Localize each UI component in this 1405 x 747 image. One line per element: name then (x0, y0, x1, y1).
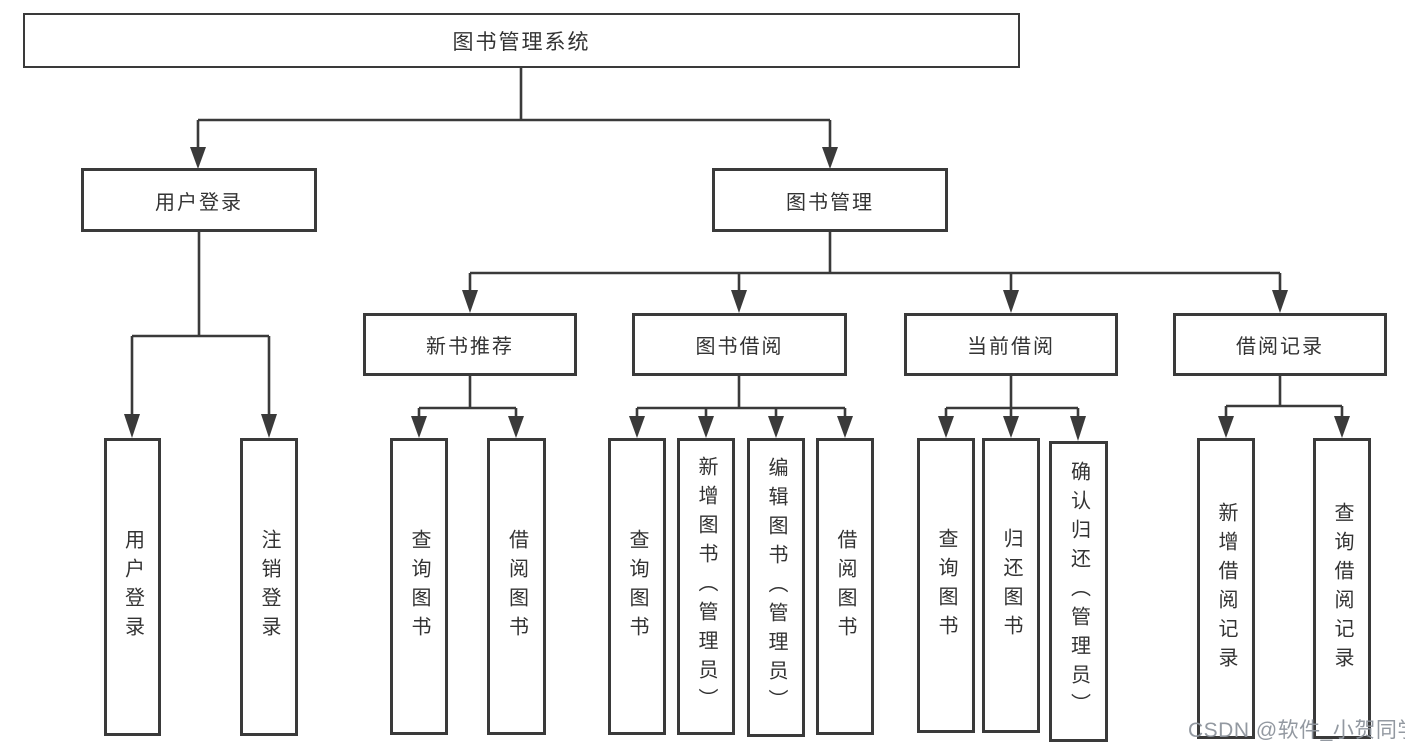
node-root: 图书管理系统 (23, 13, 1020, 68)
node-leaf-cb-return-books: 归还图书 (982, 438, 1040, 733)
node-leaf-bb-query-books: 查询图书 (608, 438, 666, 735)
node-leaf-bb-borrow-books-label: 借阅图书 (834, 528, 856, 645)
node-current-borrow-group: 当前借阅 (904, 313, 1118, 376)
node-leaf-nb-query-books-label: 查询图书 (408, 528, 430, 645)
connector-user-login-to-leaves (124, 232, 277, 438)
node-book-borrow-group: 图书借阅 (632, 313, 847, 376)
node-leaf-logout-label: 注销登录 (258, 529, 280, 645)
node-leaf-bb-add-books-admin: 新增图书（管理员） (677, 438, 735, 735)
node-leaf-nb-query-books: 查询图书 (390, 438, 448, 735)
node-borrow-record-group: 借阅记录 (1173, 313, 1387, 376)
node-leaf-cb-query-books-label: 查询图书 (935, 527, 957, 644)
node-leaf-bb-add-books-admin-label: 新增图书（管理员） (695, 456, 717, 717)
node-leaf-logout: 注销登录 (240, 438, 298, 736)
node-root-label: 图书管理系统 (452, 30, 591, 54)
node-book-borrow-label: 图书借阅 (695, 336, 784, 358)
node-leaf-bb-borrow-books: 借阅图书 (816, 438, 874, 735)
csdn-watermark: CSDN @软件_小贺同学 (1188, 719, 1405, 742)
connector-book-mgmt-to-level3 (462, 232, 1288, 313)
node-user-login-group: 用户登录 (81, 168, 317, 232)
node-leaf-nb-borrow-books: 借阅图书 (487, 438, 546, 735)
node-leaf-bb-query-books-label: 查询图书 (626, 528, 648, 645)
node-leaf-nb-borrow-books-label: 借阅图书 (505, 528, 528, 645)
node-leaf-cb-return-books-label: 归还图书 (1000, 527, 1022, 644)
node-book-mgmt-group: 图书管理 (712, 168, 948, 232)
node-leaf-user-login-label: 用户登录 (121, 529, 144, 645)
node-leaf-br-query-record-label: 查询借阅记录 (1331, 501, 1353, 676)
node-user-login-group-label: 用户登录 (155, 191, 243, 214)
node-leaf-bb-edit-books-admin: 编辑图书（管理员） (747, 438, 805, 737)
node-leaf-cb-confirm-return-admin-label: 确认归还（管理员） (1067, 461, 1090, 722)
node-leaf-cb-confirm-return-admin: 确认归还（管理员） (1049, 441, 1108, 742)
connector-root-to-level2 (190, 68, 838, 169)
connector-current-borrow-to-leaves (938, 376, 1086, 441)
node-leaf-br-query-record: 查询借阅记录 (1313, 438, 1371, 739)
node-borrow-record-label: 借阅记录 (1236, 336, 1324, 358)
connector-book-borrow-to-leaves (629, 376, 853, 438)
node-book-mgmt-group-label: 图书管理 (786, 191, 874, 214)
node-new-book-rec-label: 新书推荐 (426, 336, 514, 358)
node-leaf-br-add-record-label: 新增借阅记录 (1215, 501, 1237, 676)
node-new-book-rec-group: 新书推荐 (363, 313, 577, 376)
node-leaf-br-add-record: 新增借阅记录 (1197, 438, 1255, 739)
node-current-borrow-label: 当前借阅 (967, 336, 1055, 358)
node-leaf-user-login: 用户登录 (104, 438, 161, 736)
connector-borrow-record-to-leaves (1218, 376, 1350, 438)
node-leaf-cb-query-books: 查询图书 (917, 438, 975, 733)
node-leaf-bb-edit-books-admin-label: 编辑图书（管理员） (765, 457, 787, 718)
connector-new-book-rec-to-leaves (411, 376, 524, 438)
